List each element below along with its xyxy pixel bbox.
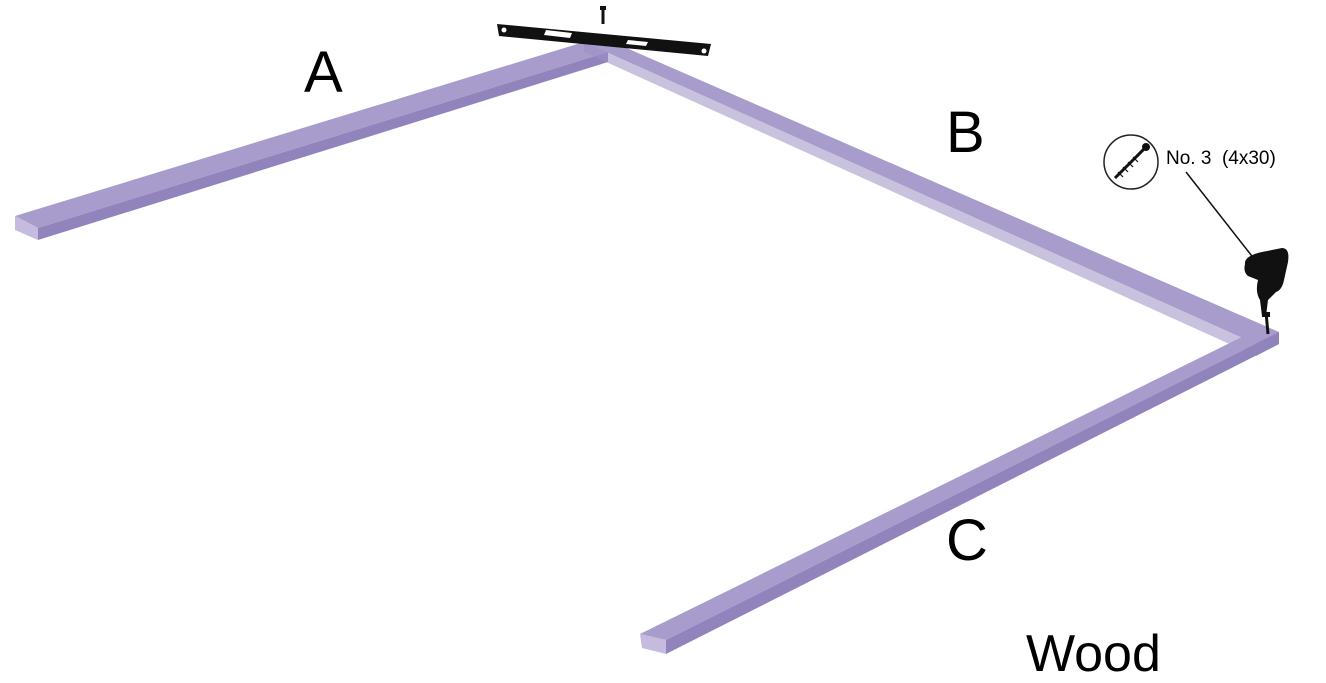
spirit-level-icon	[497, 6, 711, 56]
beam-label-b: B	[946, 100, 985, 165]
drill-icon	[1244, 248, 1289, 335]
screw-spec-label: No. 3 (4x30)	[1166, 148, 1276, 169]
beam-label-c: C	[946, 508, 988, 573]
beam-c	[640, 332, 1279, 654]
beam-label-a: A	[304, 40, 343, 105]
beam-a	[15, 42, 608, 240]
screw-callout	[1103, 134, 1256, 261]
material-label: Wood	[1026, 625, 1161, 683]
beam-b	[584, 40, 1279, 356]
